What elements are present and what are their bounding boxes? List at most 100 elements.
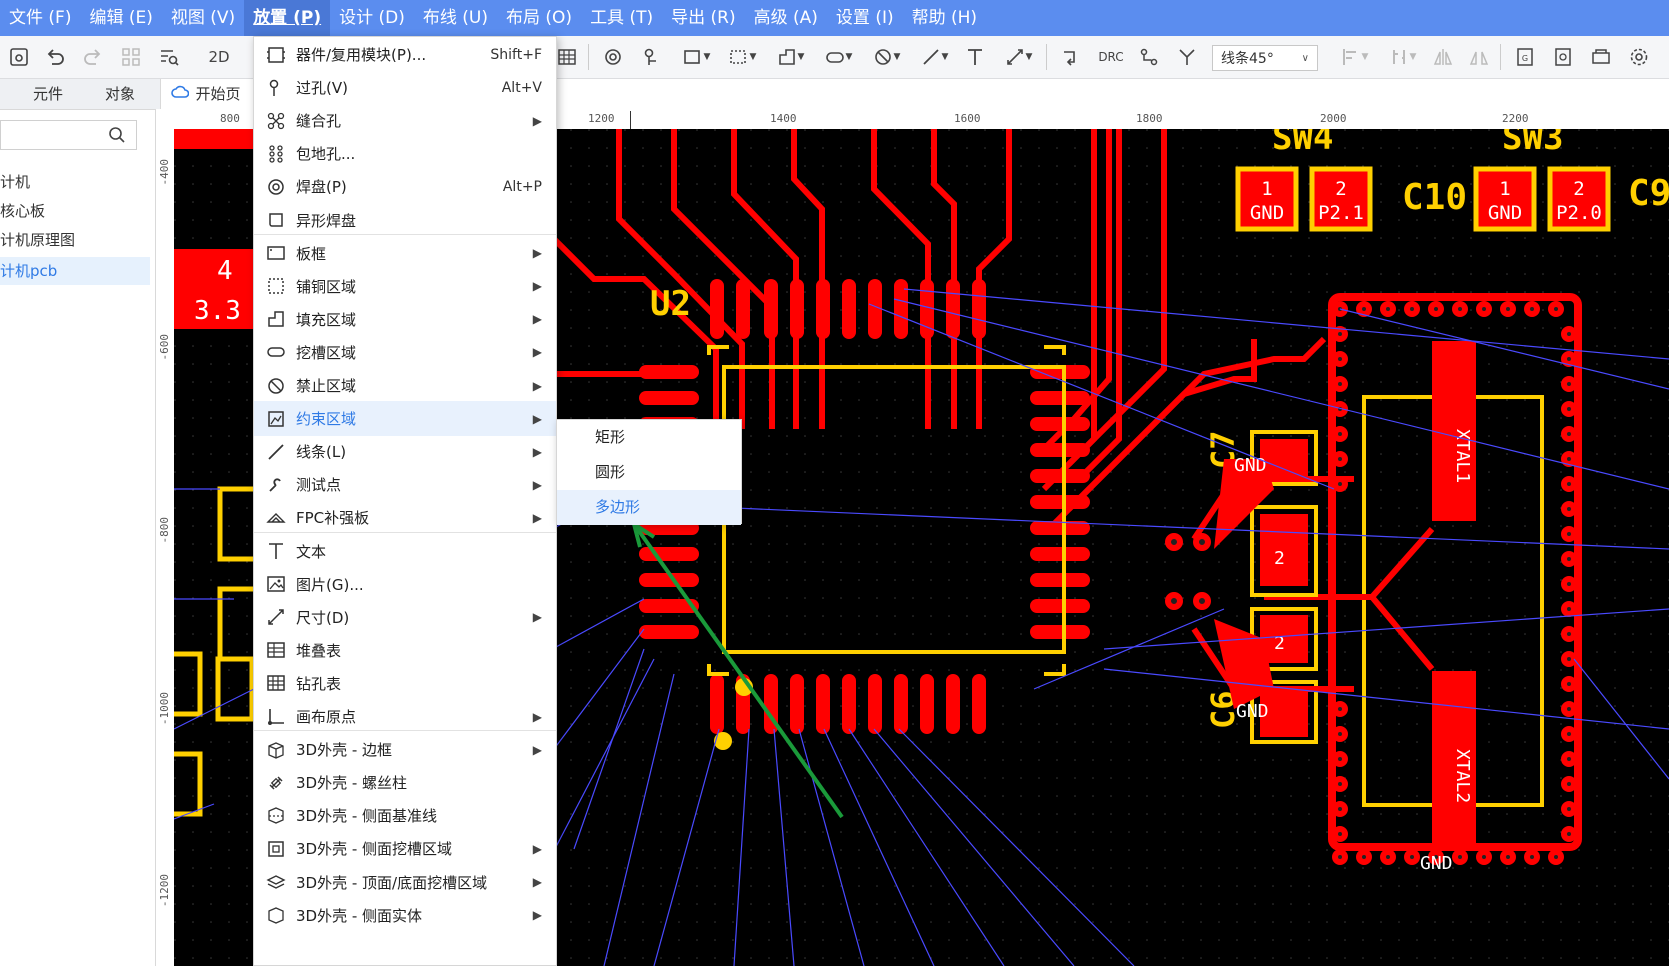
menu-item-via-fence[interactable]: 包地孔... (254, 136, 556, 171)
menu-item-canvas-origin[interactable]: 画布原点▶ (254, 699, 556, 734)
menu-item-drill-table[interactable]: 钻孔表 (254, 666, 556, 701)
menu-item-shell-top-bottom-slot[interactable]: 3D外壳 - 顶面/底面挖槽区域▶ (254, 865, 556, 900)
menu-item-fill-area[interactable]: 填充区域▶ (254, 302, 556, 337)
diff-pair-icon[interactable] (1136, 44, 1162, 70)
line-icon[interactable]: ▼ (914, 44, 954, 70)
tree-item-schematic[interactable]: 计机原理图 (0, 231, 76, 249)
menu-route[interactable]: 布线 (U) (422, 8, 488, 28)
menu-help[interactable]: 帮助 (H) (911, 8, 978, 28)
menu-item-keepout-area[interactable]: 禁止区域▶ (254, 368, 556, 403)
menu-item-slot-area[interactable]: 挖槽区域▶ (254, 335, 556, 370)
menu-tools[interactable]: 工具 (T) (590, 8, 654, 28)
order-icon[interactable] (1588, 44, 1614, 70)
tab-start-page[interactable]: 开始页 (160, 79, 251, 109)
submenu-item-rectangle[interactable]: 矩形 (595, 428, 626, 446)
menu-item-via[interactable]: 过孔(V)Alt+V (254, 70, 556, 105)
svg-text:G: G (1522, 54, 1528, 63)
chevron-right-icon: ▶ (532, 841, 542, 856)
slot-area-icon[interactable]: ▼ (818, 44, 858, 70)
ruler-left: -400 -600 -800 -1000 -1200 (156, 129, 175, 966)
menu-item-copper-area[interactable]: 铺铜区域▶ (254, 269, 556, 304)
tree-item-project[interactable]: 计机 (0, 173, 31, 191)
menu-place[interactable]: 放置 (P) (244, 0, 331, 36)
line-icon (264, 440, 288, 464)
board-outline-icon[interactable]: ▼ (676, 44, 716, 70)
chevron-right-icon: ▶ (532, 411, 542, 426)
submenu-item-polygon[interactable]: 多边形 (557, 490, 741, 525)
menu-edit[interactable]: 编辑 (E) (89, 8, 153, 28)
save-icon[interactable] (6, 44, 32, 70)
menu-item-shell-border[interactable]: 3D外壳 - 边框▶ (254, 732, 556, 767)
cloud-icon (171, 79, 190, 109)
menu-view[interactable]: 视图 (V) (170, 8, 236, 28)
tab-objects[interactable]: 对象 (104, 85, 135, 103)
pad-number: 2 (1274, 633, 1285, 654)
chevron-right-icon: ▶ (532, 345, 542, 360)
menu-item-shell-screw-post[interactable]: 3D外壳 - 螺丝柱 (254, 765, 556, 800)
menu-item-shell-side-slot[interactable]: 3D外壳 - 侧面挖槽区域 ▶ (254, 831, 556, 866)
route-icon[interactable] (1058, 44, 1084, 70)
grid-icon[interactable] (118, 44, 144, 70)
menu-layout[interactable]: 布局 (O) (506, 8, 573, 28)
menu-item-stackup-table[interactable]: 堆叠表 (254, 633, 556, 668)
tab-components[interactable]: 元件 (32, 85, 63, 103)
settings-icon[interactable] (1626, 44, 1652, 70)
redo-icon[interactable] (80, 44, 106, 70)
table-icon[interactable] (556, 44, 578, 70)
menu-item-shell-side-datum[interactable]: 3D外壳 - 侧面基准线 (254, 798, 556, 833)
text-icon (264, 539, 288, 563)
menu-separator (254, 730, 556, 732)
keepout-icon[interactable]: ▼ (866, 44, 906, 70)
dimension-icon[interactable]: ▼ (998, 44, 1038, 70)
menu-item-board-outline[interactable]: 板框▶ (254, 236, 556, 271)
bom-icon[interactable] (1550, 44, 1576, 70)
menu-item-pad[interactable]: 焊盘(P)Alt+P (254, 169, 556, 204)
menu-advanced[interactable]: 高级 (A) (753, 8, 818, 28)
menu-item-stitching-via[interactable]: 缝合孔▶ (254, 103, 556, 138)
tree-item-pcb[interactable]: 计机pcb (0, 257, 150, 285)
sw3-label: SW3 (1502, 129, 1563, 158)
pad-icon[interactable] (600, 44, 626, 70)
menu-item-dimension[interactable]: 尺寸(D)▶ (254, 600, 556, 635)
align-icon[interactable]: ▼ (1334, 44, 1374, 70)
chevron-right-icon: ▶ (532, 875, 542, 889)
tree-item-core-board[interactable]: 核心板 (0, 202, 46, 220)
fill-area-icon[interactable]: ▼ (770, 44, 810, 70)
find-icon[interactable] (156, 44, 182, 70)
menu-item-constraint-area[interactable]: 约束区域▶ (254, 401, 556, 437)
text-icon[interactable] (962, 44, 988, 70)
menu-item-fpc-stiffener[interactable]: FPC补强板▶ (254, 500, 556, 535)
branch-icon[interactable] (1174, 44, 1200, 70)
undo-icon[interactable] (42, 44, 68, 70)
mirror-icon[interactable] (1430, 44, 1456, 70)
flip-icon[interactable] (1466, 44, 1492, 70)
menu-item-label: 3D外壳 - 侧面基准线 (296, 807, 438, 826)
menu-item-label: 3D外壳 - 侧面挖槽区域 (296, 840, 453, 859)
menu-settings[interactable]: 设置 (I) (835, 8, 894, 28)
ruler-label: -1000 (158, 692, 171, 726)
menu-item-text[interactable]: 文本 (254, 534, 556, 569)
search-input[interactable] (0, 120, 137, 150)
menu-item-custom-pad[interactable]: 异形焊盘 (254, 203, 556, 238)
ruler-label: -1200 (158, 874, 171, 908)
pad-net-label: GND (1250, 202, 1284, 224)
menu-export[interactable]: 导出 (R) (671, 8, 736, 28)
line-angle-select[interactable]: 线条45°∨ (1212, 45, 1318, 71)
via-icon[interactable] (638, 44, 664, 70)
copper-area-icon[interactable]: ▼ (722, 44, 762, 70)
submenu-item-circle[interactable]: 圆形 (595, 463, 626, 481)
menu-item-line[interactable]: 线条(L)▶ (254, 434, 556, 469)
gerber-icon[interactable]: G (1512, 44, 1538, 70)
menu-design[interactable]: 设计 (D) (339, 8, 405, 28)
menu-item-test-point[interactable]: 测试点▶ (254, 467, 556, 502)
menu-item-component[interactable]: 器件/复用模块(P)...Shift+F (254, 37, 556, 72)
constraint-area-icon (264, 407, 288, 431)
menu-item-image[interactable]: 图片(G)... (254, 567, 556, 602)
distribute-icon[interactable]: ▼ (1382, 44, 1422, 70)
menu-bar: 文件 (F) 编辑 (E) 视图 (V) 放置 (P) 设计 (D) 布线 (U) 布局 (… (0, 0, 1669, 36)
slot-area-icon (264, 340, 288, 364)
drc-button[interactable]: DRC (1098, 50, 1124, 64)
menu-file[interactable]: 文件 (F) (9, 8, 72, 28)
view-2d-button[interactable]: 2D (208, 48, 230, 66)
menu-item-shell-side-solid[interactable]: 3D外壳 - 侧面实体▶ (254, 898, 556, 933)
